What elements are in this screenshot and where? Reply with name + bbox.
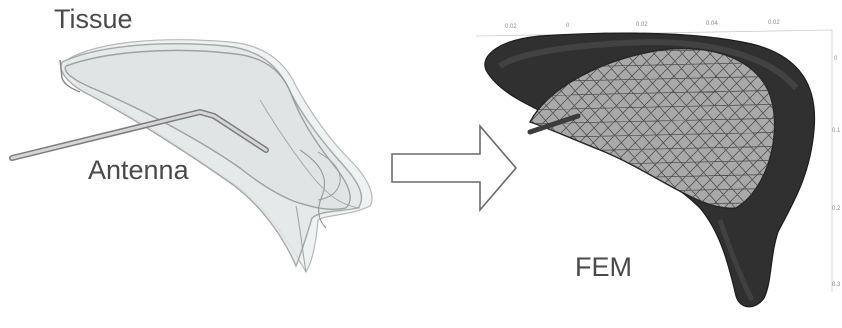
antenna-label: Antenna xyxy=(88,157,189,184)
fem-label: FEM xyxy=(575,254,632,281)
fem-top-tick: 0.04 xyxy=(706,21,718,27)
fem-right-tick: 0 xyxy=(834,56,837,62)
fem-top-tick: 0.02 xyxy=(636,22,648,28)
fem-top-tick: 0 xyxy=(566,23,569,29)
fem-right-tick: 0.2 xyxy=(832,206,840,212)
fem-top-tick: 0.02 xyxy=(505,24,517,30)
tissue-label: Tissue xyxy=(54,6,133,33)
arrow-right-icon xyxy=(392,126,516,210)
tissue-layer-front xyxy=(65,50,350,209)
fem-top-tick: 0.02 xyxy=(768,20,780,26)
fem-right-tick: 0.1 xyxy=(832,128,840,134)
fem-right-tick: 0.3 xyxy=(832,282,840,288)
